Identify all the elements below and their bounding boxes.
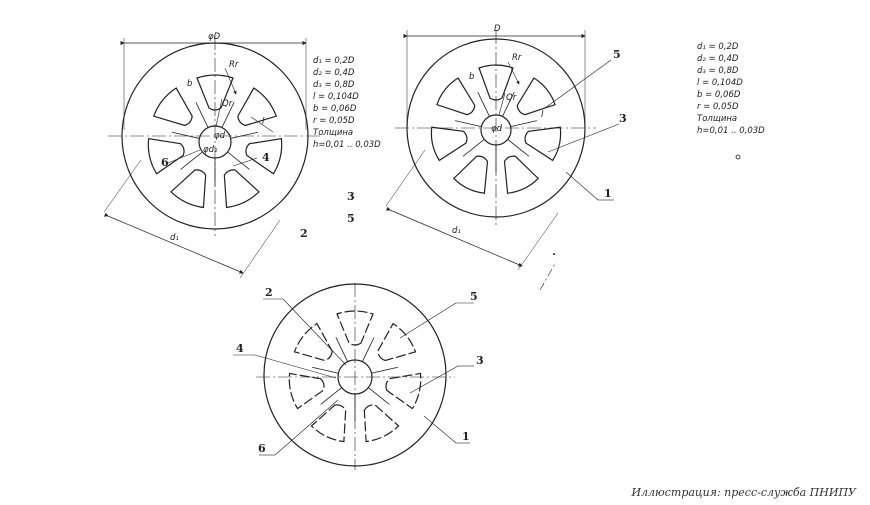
pocket-slot [245, 138, 283, 175]
param-right-5: r = 0,05D [697, 102, 739, 112]
pocket-slot [478, 64, 514, 101]
pocket-slot [196, 74, 234, 111]
callout-3-3: 3 [476, 354, 484, 367]
param-left-0: d₁ = 0,2D [313, 56, 355, 66]
param-right-6: Толщина [697, 114, 737, 124]
spoke-line [180, 151, 203, 170]
param-right-1: d₂ = 0,4D [697, 54, 739, 64]
label-Qr-1: Qr [222, 99, 233, 109]
pocket-slot [147, 138, 185, 175]
callout-6-3: 6 [258, 442, 266, 455]
pocket-slot [385, 372, 422, 410]
param-left-7: h=0,01 .. 0,03D [313, 140, 381, 150]
spoke-line [195, 102, 209, 128]
stray-label-3: 3 [347, 190, 355, 203]
callout-4-1: 4 [262, 151, 270, 164]
callout-5-3: 5 [470, 290, 478, 303]
spoke-line [172, 131, 200, 139]
disk-1-labels: φD d₁ b Rr Qr φd φd₂ l 6 4 [161, 32, 270, 243]
spoke-line [312, 366, 339, 374]
callout-1-2: 1 [604, 187, 612, 200]
param-right-2: d₃ = 0,8D [697, 66, 739, 76]
callout-2-3: 2 [265, 286, 273, 299]
disk-drawing-2 [385, 30, 620, 291]
spoke-line [462, 139, 485, 157]
param-right-3: l = 0,104D [697, 78, 743, 88]
label-l-2: l [541, 110, 544, 120]
small-circle-mark [735, 154, 741, 160]
param-left-4: b = 0,06D [313, 104, 357, 114]
spoke-line [368, 387, 390, 405]
param-left-2: d₃ = 0,8D [313, 80, 355, 90]
spoke-line [502, 91, 515, 117]
spoke-line [230, 131, 258, 139]
param-right-7: h=0,01 .. 0,03D [697, 126, 765, 136]
param-right-4: b = 0,06D [697, 90, 741, 100]
dim-d1-2: d₁ [452, 226, 461, 236]
pocket-slot [524, 126, 562, 162]
pocket-slot [436, 77, 476, 116]
spoke-line [454, 120, 482, 128]
pocket-slot [293, 322, 333, 362]
label-l-1: l [262, 117, 265, 127]
pocket-slot [170, 169, 207, 209]
label-b-1: b [187, 79, 192, 89]
spoke-line [507, 139, 530, 157]
pocket-slot [452, 155, 489, 194]
pocket-slot [363, 404, 400, 443]
spoke-line [227, 151, 250, 170]
label-b-2: b [469, 72, 474, 82]
label-phid2-1: φd₂ [203, 145, 218, 155]
param-left-6: Толщина [313, 128, 353, 138]
spoke-line [371, 366, 398, 374]
stray-label-2: 2 [300, 227, 308, 240]
dim-D-2: D [494, 24, 501, 34]
pocket-slot [503, 155, 540, 194]
spoke-line [320, 387, 342, 405]
disk-3-labels: 2 5 4 3 6 1 [236, 286, 484, 455]
param-left-3: l = 0,104D [313, 92, 359, 102]
spoke-line [362, 337, 375, 362]
param-left-5: r = 0,05D [313, 116, 355, 126]
pocket-slot [310, 404, 347, 443]
param-left-1: d₂ = 0,4D [313, 68, 355, 78]
pocket-slot [430, 126, 468, 162]
callout-4-3: 4 [236, 342, 244, 355]
parameter-list-right: d₁ = 0,2D d₂ = 0,4D d₃ = 0,8D l = 0,104D… [697, 42, 765, 136]
disk-drawing-3 [233, 283, 474, 470]
spoke-line [510, 120, 538, 128]
callout-5-2: 5 [613, 48, 621, 61]
callout-6-1: 6 [161, 156, 169, 169]
pocket-slot [336, 310, 374, 346]
callout-3-2: 3 [619, 112, 627, 125]
image-credit: Иллюстрация: пресс-служба ПНИПУ [631, 486, 856, 499]
pocket-slot [516, 77, 556, 116]
stray-label-5: 5 [347, 212, 355, 225]
pocket-slot [237, 87, 278, 127]
pocket-slot [288, 372, 325, 410]
spoke-line [335, 337, 348, 362]
label-Rr-2: Rr [512, 53, 522, 63]
spoke-line [221, 102, 235, 128]
callout-1-3: 1 [462, 430, 470, 443]
label-phid-1: φd [214, 131, 226, 141]
pocket-slot [377, 322, 417, 362]
disk-drawing-1 [103, 36, 322, 279]
dim-d1-1: d₁ [170, 233, 179, 243]
param-right-0: d₁ = 0,2D [697, 42, 739, 52]
dim-phiD-1: φD [208, 32, 221, 42]
pocket-slot [152, 87, 193, 127]
disk-2-labels: D d₁ b Rr Qr φd l 5 3 1 [452, 24, 627, 236]
label-Rr-1: Rr [229, 60, 239, 70]
label-Qr-2: Qr [506, 93, 517, 103]
label-phid-2: φd [491, 124, 503, 134]
spoke-line [477, 91, 490, 117]
parameter-list-left: d₁ = 0,2D d₂ = 0,4D d₃ = 0,8D l = 0,104D… [313, 56, 381, 150]
pocket-slot [223, 169, 260, 209]
